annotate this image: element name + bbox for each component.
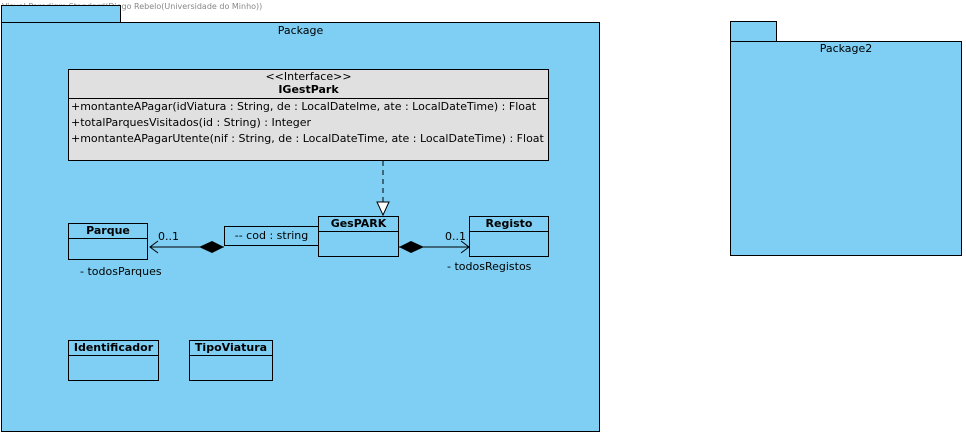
watermark: Visual Paradigm Standard(Diogo Rebelo(Un…: [2, 2, 263, 11]
role-todosparques: - todosParques: [80, 265, 162, 278]
qualifier-box[interactable]: -- cod : string: [224, 226, 319, 246]
class-registo[interactable]: Registo: [469, 216, 549, 257]
package2-name: Package2: [819, 42, 873, 55]
interface-operation: +montanteAPagarUtente(nif : String, de :…: [71, 132, 544, 145]
arrowhead-registo: [460, 240, 470, 254]
interface-name: IGestPark: [69, 83, 548, 99]
multiplicity-registo: 0..1: [445, 230, 466, 243]
package2[interactable]: Package2: [730, 41, 962, 256]
class-parque-name: Parque: [69, 224, 147, 239]
class-tipoviatura-name: TipoViatura: [190, 341, 272, 356]
interface-operation: +totalParquesVisitados(id : String) : In…: [71, 116, 312, 129]
multiplicity-parque: 0..1: [158, 230, 179, 243]
class-tipoviatura[interactable]: TipoViatura: [189, 340, 273, 381]
class-gespark-name: GesPARK: [319, 217, 398, 232]
class-identificador[interactable]: Identificador: [68, 340, 159, 381]
arrowhead-parque: [149, 240, 159, 254]
interface-operation: +montanteAPagar(idViatura : String, de :…: [71, 100, 537, 113]
realization-arrowhead: [376, 201, 390, 217]
package-name: Package: [277, 24, 324, 37]
class-identificador-name: Identificador: [69, 341, 158, 356]
interface-igestpark[interactable]: <<Interface>> IGestPark +montanteAPagar(…: [68, 69, 549, 161]
class-parque[interactable]: Parque: [68, 223, 148, 260]
role-todosregistos: - todosRegistos: [447, 260, 532, 273]
composition-diamond-registo: [399, 241, 424, 253]
interface-stereotype: <<Interface>>: [265, 70, 352, 83]
class-gespark[interactable]: GesPARK: [318, 216, 399, 257]
class-registo-name: Registo: [470, 217, 548, 232]
qualifier-label: -- cod : string: [234, 229, 309, 242]
composition-diamond-parque: [199, 241, 224, 253]
